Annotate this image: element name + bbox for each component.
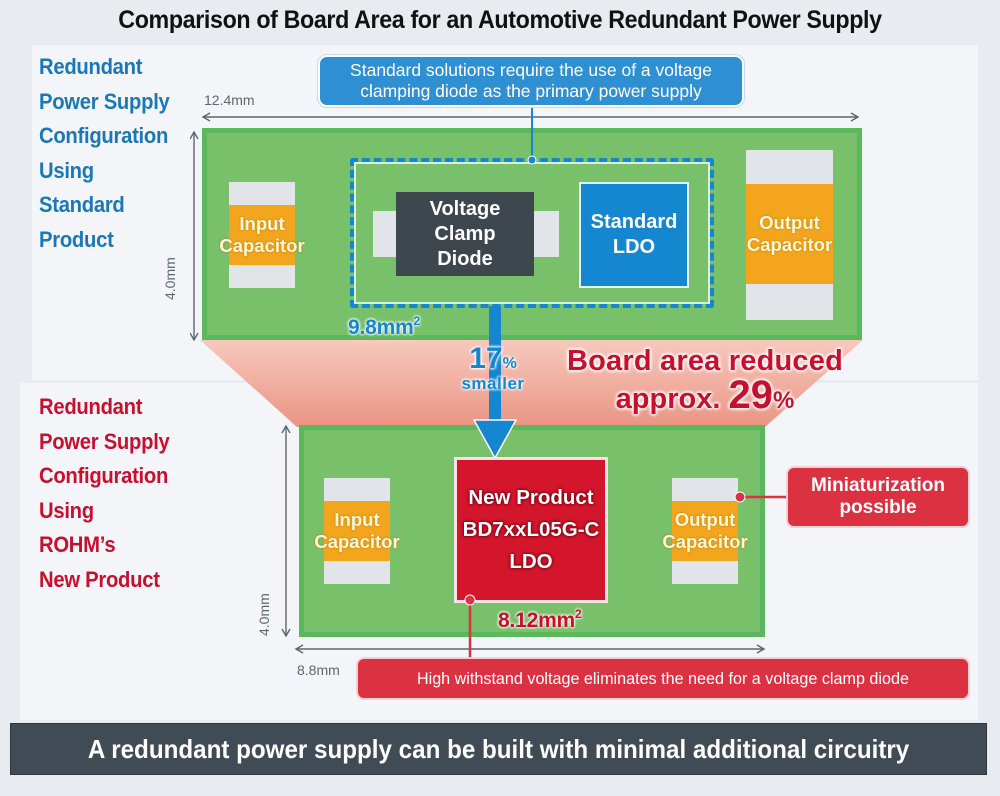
callout-line: Standard solutions require the use of a … [350, 60, 712, 80]
ldo-label: LDO [612, 236, 656, 258]
label-line: Using [39, 157, 94, 183]
diode-label: Diode [437, 247, 493, 270]
callout-line: Miniaturization [810, 475, 946, 496]
cap-label: Input [334, 509, 380, 530]
mini-callout-leader [734, 491, 790, 503]
cap-label: Capacitor [314, 531, 400, 552]
callout-line: clamping diode as the primary power supp… [360, 81, 702, 101]
new-product-height-dimension: 4.0mm [256, 593, 272, 636]
high-withstand-voltage-callout: High withstand voltage eliminates the ne… [356, 657, 970, 700]
standard-area-label: 9.8mm2 [348, 314, 420, 340]
board-reduction-line1: Board area reduced [567, 345, 843, 377]
callout-line: possible [839, 497, 917, 518]
new-product-width-dimension: 8.8mm [297, 662, 340, 678]
ldo-label: Standard [590, 211, 678, 233]
board-reduction-value: 29 [728, 373, 773, 417]
ldo-part-number: BD7xxL05G-C [462, 518, 600, 541]
diode-label: Voltage [429, 197, 501, 220]
miniaturization-callout: Miniaturization possible [786, 466, 970, 528]
callout-leader-line [527, 104, 537, 165]
callout-text: High withstand voltage eliminates the ne… [417, 668, 909, 688]
page-title: Comparison of Board Area for an Automoti… [118, 6, 882, 34]
area-unit: 2 [575, 607, 582, 621]
area-value: 8.12mm [498, 609, 576, 632]
board-reduction-label: Board area reduced approx. 29% [540, 344, 870, 418]
standard-height-dimension: 4.0mm [162, 257, 178, 300]
area-unit: 2 [413, 314, 421, 328]
label-line: Power Supply [39, 88, 170, 114]
label-line: Power Supply [39, 428, 170, 454]
diode-label: Clamp [434, 222, 496, 245]
summary-banner: A redundant power supply can be built wi… [10, 723, 987, 775]
area-value: 9.8mm [348, 316, 414, 339]
ldo-reduction-label: 17% smaller [449, 344, 537, 394]
ldo-reduction-text: smaller [461, 374, 525, 393]
ldo-label: New Product [468, 486, 594, 509]
board-reduction-unit: % [772, 387, 795, 414]
cap-label: Capacitor [219, 235, 305, 256]
new-product-dimension-arrows [281, 424, 766, 654]
cap-label: Output [759, 212, 820, 233]
standard-solution-callout: Standard solutions require the use of a … [318, 55, 744, 107]
label-line: Standard [39, 192, 125, 217]
cap-label: Output [674, 509, 736, 530]
ldo-label: LDO [509, 550, 553, 573]
new-product-ldo: New Product BD7xxL05G-C LDO [454, 457, 608, 603]
label-line: Redundant [39, 394, 143, 419]
new-product-area-label: 8.12mm2 [498, 607, 582, 633]
standard-config-label: Redundant Power Supply Configuration Usi… [39, 50, 181, 257]
cap-label: Input [239, 213, 285, 234]
standard-dimension-arrows [190, 112, 860, 342]
down-arrow-icon [472, 306, 518, 460]
cap-label: Capacitor [662, 531, 748, 552]
cap-label: Capacitor [746, 234, 833, 255]
label-line: Configuration [39, 463, 169, 488]
hv-callout-leader [464, 594, 476, 660]
ldo-reduction-unit: % [502, 355, 517, 372]
banner-text: A redundant power supply can be built wi… [87, 733, 910, 764]
new-product-config-label: Redundant Power Supply Configuration Usi… [39, 390, 181, 597]
label-line: New Product [39, 566, 160, 592]
label-line: Using [39, 497, 94, 523]
label-line: Product [39, 226, 114, 252]
label-line: ROHM’s [39, 532, 116, 557]
projection-trapezoid [200, 340, 863, 427]
standard-width-dimension: 12.4mm [204, 92, 255, 108]
label-line: Redundant [39, 54, 143, 79]
label-line: Configuration [39, 123, 169, 148]
board-reduction-prefix: approx. [615, 383, 721, 415]
ldo-reduction-value: 17 [469, 342, 503, 375]
